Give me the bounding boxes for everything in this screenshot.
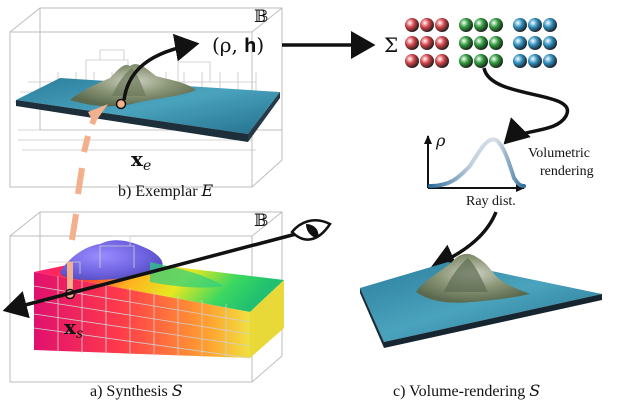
svg-text:xe: xe (131, 147, 151, 174)
sphere-red (435, 36, 449, 50)
volumetric-plot: ρ Volumetric rendering Ray dist. (424, 131, 594, 209)
sphere-green (459, 54, 473, 68)
rho-axis-label: ρ (435, 131, 446, 150)
sphere-red (435, 18, 449, 32)
exemplar-sample-point (115, 98, 127, 110)
sphere-blue (513, 54, 527, 68)
sum-symbol: Σ (384, 33, 398, 57)
sphere-blue (543, 36, 557, 50)
sphere-blue (528, 54, 542, 68)
density-curve (428, 137, 526, 188)
synthesis-bbox-symbol: 𝔹 (254, 211, 268, 231)
sphere-red (435, 54, 449, 68)
sphere-blue (543, 54, 557, 68)
sphere-green (489, 36, 503, 50)
sphere-green (459, 18, 473, 32)
sphere-red (420, 18, 434, 32)
sphere-red (420, 54, 434, 68)
sphere-red (405, 36, 419, 50)
params-label: (ρ, 𝐡) (212, 33, 264, 57)
xe-label: x (131, 147, 144, 171)
sphere-red (405, 54, 419, 68)
render-ocean (360, 262, 602, 342)
ray-distance-label: Ray dist. (466, 194, 516, 209)
eye-icon (290, 219, 332, 241)
correspondence-ray (67, 167, 85, 294)
sphere-red (405, 18, 419, 32)
correspondence-arrowhead (88, 104, 108, 124)
plot-to-render-arrow (430, 211, 498, 271)
synthesis-grid (33, 235, 251, 359)
spheres-to-plot-arrow (482, 67, 570, 145)
exemplar-bbox-symbol: 𝔹 (254, 7, 268, 27)
sphere-green (459, 36, 473, 50)
sphere-green (474, 18, 488, 32)
svg-text:xs: xs (64, 315, 83, 342)
sphere-green (489, 54, 503, 68)
exemplar-caption: b) Exemplar 𝐸 (118, 183, 214, 200)
xe-subscript: e (143, 158, 151, 174)
synthesis-caption: a) Synthesis 𝑆 (90, 383, 183, 400)
volumetric-label-line2: rendering (540, 164, 594, 179)
render-caption: c) Volume-rendering 𝑆 (393, 383, 540, 400)
sphere-green (474, 36, 488, 50)
synthesis-feature-blob (60, 240, 163, 280)
volumetric-label-line1: Volumetric (528, 146, 590, 161)
xs-label: x (64, 315, 77, 339)
exemplar-query-arrow (122, 33, 200, 101)
xs-subscript: s (76, 326, 83, 342)
sphere-blue (528, 36, 542, 50)
sphere-blue (543, 18, 557, 32)
sphere-green (489, 18, 503, 32)
sphere-red (420, 36, 434, 50)
sphere-blue (513, 36, 527, 50)
synthesis-front-face (34, 272, 250, 358)
sphere-blue (513, 18, 527, 32)
render-panel: c) Volume-rendering 𝑆 (360, 253, 602, 400)
sphere-green (474, 54, 488, 68)
feature-spheres (405, 18, 557, 68)
synthesis-panel: 𝔹 xs a) Synthesis 𝑆 (9, 211, 284, 400)
sphere-blue (528, 18, 542, 32)
view-ray (2, 232, 297, 319)
